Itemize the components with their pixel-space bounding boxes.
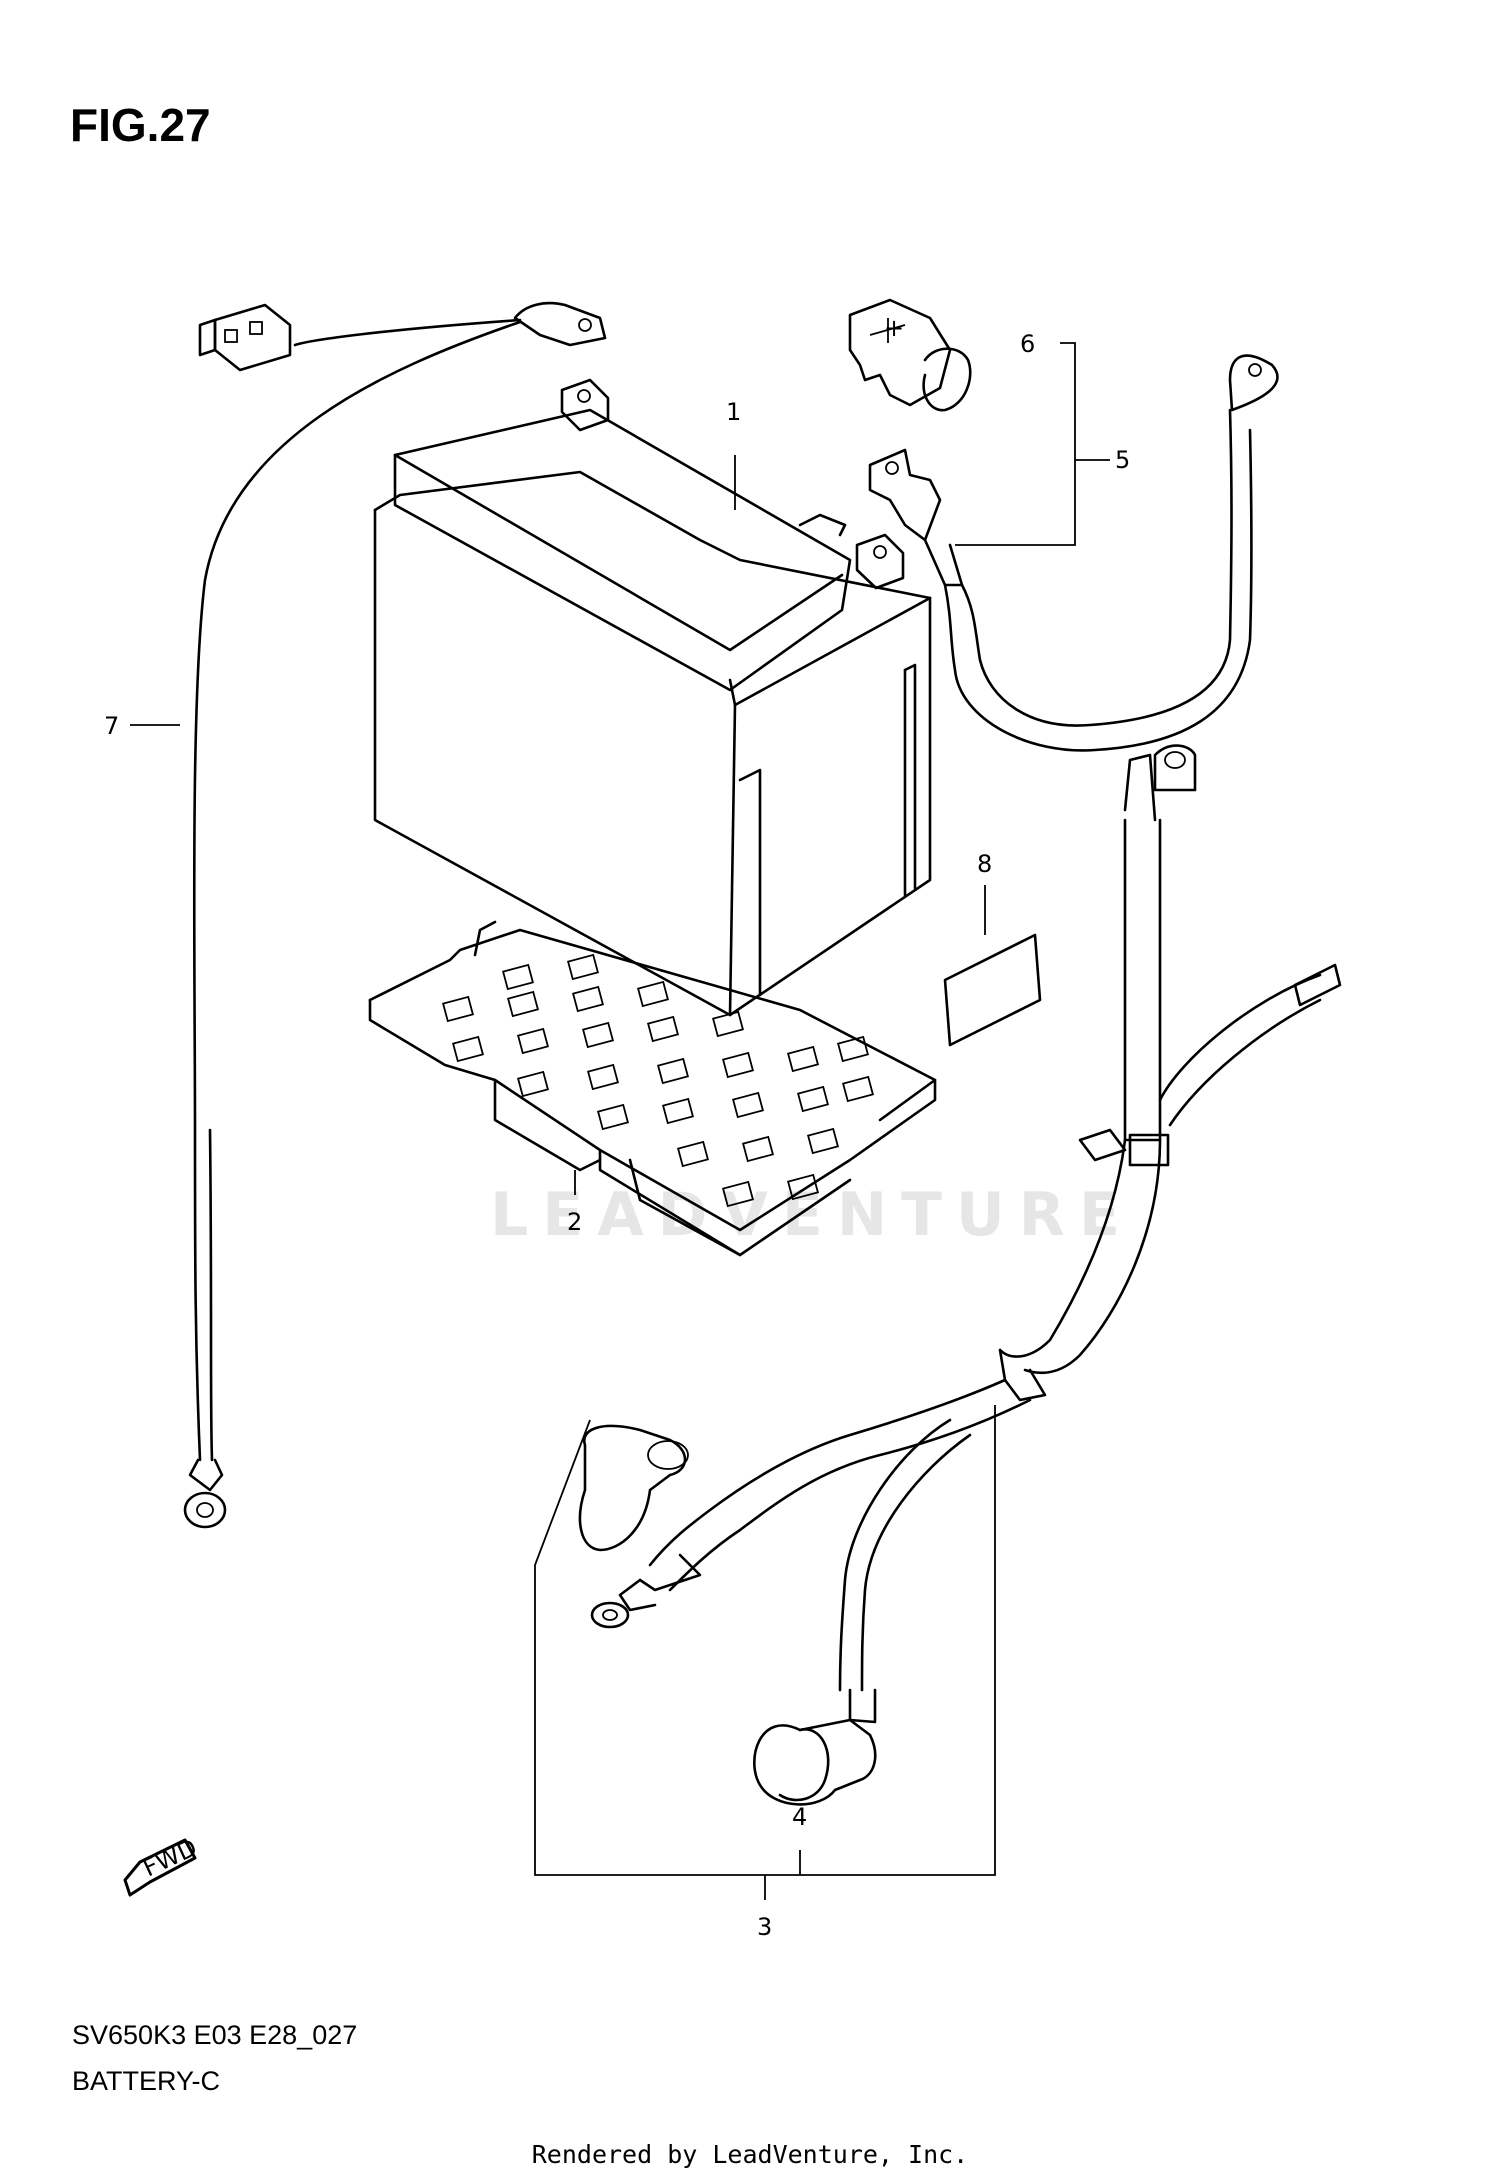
- diagram-subtitle: BATTERY-C: [72, 2066, 221, 2096]
- battery[interactable]: [373, 378, 932, 1017]
- fwd-arrow: FWD: [123, 1833, 202, 1897]
- figure-title: FIG.27: [70, 99, 211, 151]
- svg-text:FWD: FWD: [139, 1833, 202, 1882]
- callout-7: 7: [104, 712, 119, 740]
- positive-cable-5[interactable]: [868, 354, 1279, 752]
- battery-tray[interactable]: [368, 920, 937, 1257]
- callout-4: 4: [792, 1803, 807, 1831]
- wire-harness-7[interactable]: [183, 301, 607, 1529]
- callout-1: 1: [726, 398, 741, 426]
- diagram-code: SV650K3 E03 E28_027: [72, 2020, 358, 2050]
- callout-2: 2: [567, 1208, 582, 1236]
- callout-5: 5: [1115, 446, 1130, 474]
- callout-6: 6: [1020, 330, 1035, 358]
- watermark: LEADVENTURE: [490, 1180, 1134, 1250]
- label-8[interactable]: [943, 933, 1042, 1047]
- terminal-cover-6[interactable]: [848, 298, 972, 412]
- render-credit: Rendered by LeadVenture, Inc.: [531, 2140, 969, 2169]
- plus-symbol: +: [884, 314, 904, 342]
- leader-lines: [130, 342, 1110, 1900]
- callout-8: 8: [977, 850, 992, 878]
- negative-cable-assembly-3[interactable]: [578, 744, 1342, 1806]
- callout-3: 3: [757, 1913, 772, 1941]
